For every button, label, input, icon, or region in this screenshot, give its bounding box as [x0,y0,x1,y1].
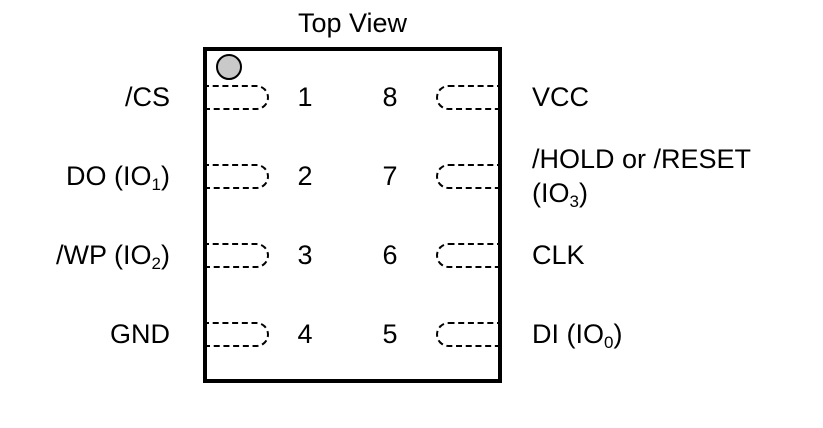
pin-label-di: DI (IO0) [532,317,622,351]
pin-label-gnd: GND [110,317,170,351]
pin-label-cs: /CS [125,80,170,114]
diagram-title: Top View [297,8,408,38]
pin-label-clk-text: CLK [532,240,585,270]
pin-label-cs-text: /CS [124,82,170,112]
pin1-indicator-dot [216,54,242,80]
pin-number-3: 3 [297,240,313,270]
pin-lead-5 [436,322,502,347]
pin-lead-1 [203,85,269,110]
pin-label-wp-text: /WP (IO [56,240,152,270]
pin-number-6: 6 [382,240,398,270]
pin-number-7: 7 [382,161,398,191]
pin-lead-3 [203,243,269,268]
pin-label-hold-reset-prefix: (IO [532,178,570,208]
pin-label-wp-subscript: 2 [151,254,161,273]
pin-label-do: DO (IO1) [66,159,170,193]
pin-label-hold-reset-suffix: ) [578,178,588,208]
pin-lead-6 [436,243,502,268]
pin-number-1: 1 [297,82,313,112]
pin-label-hold-reset: /HOLD or /RESET(IO3) [532,142,751,210]
pin-label-do-text: DO (IO [66,161,152,191]
pin-label-di-subscript: 0 [604,333,614,352]
pin-lead-4 [203,322,269,347]
pin-label-vcc: VCC [532,80,589,114]
pin-label-do-subscript: 1 [151,175,161,194]
pin-number-4: 4 [297,319,313,349]
pin-lead-2 [203,164,269,189]
pin-label-clk: CLK [532,238,585,272]
pin-number-8: 8 [382,82,398,112]
pin-label-hold-reset-line2: (IO3) [532,176,751,210]
pin-lead-7 [436,164,502,189]
pin-label-wp-suffix: ) [161,240,170,270]
pin-label-vcc-text: VCC [532,82,590,112]
pin-label-hold-reset-line1: /HOLD or /RESET [532,144,752,174]
pin-number-2: 2 [297,161,313,191]
pin-label-di-suffix: ) [613,319,623,349]
pin-label-wp: /WP (IO2) [56,238,170,272]
pin-label-di-text: DI (IO [532,319,604,349]
pin-number-5: 5 [382,319,398,349]
package-outline [203,47,502,383]
pin-label-gnd-text: GND [110,319,170,349]
pin-label-hold-reset-subscript: 3 [569,192,579,211]
pin-lead-8 [436,85,502,110]
pin-label-do-suffix: ) [161,161,170,191]
